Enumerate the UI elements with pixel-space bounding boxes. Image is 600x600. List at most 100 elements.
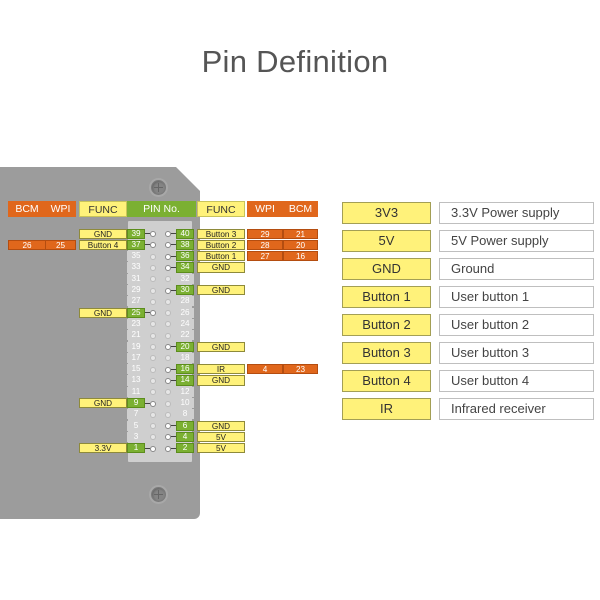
pin-row: 27 28 — [0, 296, 600, 307]
pin-number: 4 — [176, 431, 194, 443]
legend-key: Button 3 — [342, 342, 431, 364]
pin-number: 26 — [176, 307, 194, 318]
func-label: 5V — [197, 443, 245, 454]
pin-number: 22 — [176, 330, 194, 341]
pin-dot — [150, 355, 156, 362]
pin-number: 8 — [176, 409, 194, 420]
pin-number: 12 — [176, 386, 194, 397]
bcm-label: 20 — [283, 239, 318, 250]
pin-number: 21 — [127, 330, 145, 341]
pin-lead — [145, 244, 150, 246]
pin-dot — [150, 321, 156, 328]
header-wpi-left: WPI — [45, 201, 76, 217]
wpi-label: 25 — [45, 239, 76, 250]
pin-number: 13 — [127, 375, 145, 386]
func-label: Button 3 — [197, 228, 245, 239]
pin-dot — [150, 344, 156, 350]
pin-dot — [150, 445, 156, 452]
legend-key: IR — [342, 398, 431, 420]
pin-dot — [165, 411, 171, 418]
pin-lead — [145, 233, 150, 234]
func-label: GND — [197, 262, 245, 273]
wpi-label: 4 — [247, 364, 283, 375]
pin-dot — [150, 389, 156, 396]
pin-dot — [165, 321, 171, 328]
pin-dot — [165, 423, 171, 430]
pin-dot — [150, 231, 156, 237]
pin-dot — [150, 298, 156, 305]
bcm-label: 23 — [283, 364, 318, 375]
pin-number: 18 — [176, 352, 194, 363]
pin-number: 25 — [127, 307, 145, 318]
legend-key: Button 2 — [342, 314, 431, 336]
legend-description: Infrared receiver — [439, 398, 594, 420]
pin-number: 39 — [127, 228, 145, 239]
bcm-label: 26 — [8, 239, 46, 250]
pin-number: 9 — [127, 398, 145, 409]
pin-number: 30 — [176, 285, 194, 296]
pin-dot — [150, 264, 156, 271]
page-title: Pin Definition — [201, 44, 389, 79]
pin-dot — [150, 332, 156, 339]
pin-dot — [150, 434, 156, 441]
legend-key: Button 1 — [342, 286, 431, 308]
pin-number: 19 — [127, 341, 145, 352]
pin-dot — [150, 400, 156, 407]
pin-number: 11 — [127, 386, 145, 397]
pin-number: 14 — [176, 375, 194, 386]
wpi-label: 29 — [247, 228, 283, 239]
pin-lead — [171, 425, 176, 427]
legend-description: 5V Power supply — [439, 230, 594, 252]
pin-dot — [165, 253, 171, 260]
screw-bottom-icon — [151, 487, 166, 502]
pin-number: 34 — [176, 262, 194, 273]
pin-lead — [171, 368, 176, 370]
pin-lead — [171, 289, 176, 291]
legend-description: User button 2 — [439, 314, 594, 336]
legend-key: 3V3 — [342, 202, 431, 224]
pin-dot — [150, 411, 156, 418]
pin-dot — [165, 389, 171, 396]
pin-dot — [165, 231, 171, 237]
func-label: IR — [197, 364, 245, 375]
func-label: GND — [197, 420, 245, 431]
func-label: Button 1 — [197, 251, 245, 262]
pin-lead — [171, 379, 176, 381]
header-wpi-right: WPI — [247, 201, 283, 217]
pin-number: 35 — [127, 251, 145, 262]
wpi-label: 27 — [247, 251, 283, 262]
pin-number: 1 — [127, 443, 145, 454]
pin-number: 28 — [176, 296, 194, 307]
pin-number: 31 — [127, 273, 145, 284]
pin-number: 16 — [176, 364, 194, 375]
pin-lead — [171, 447, 176, 449]
pin-number: 32 — [176, 273, 194, 284]
pin-dot — [165, 434, 171, 441]
legend-description: User button 4 — [439, 370, 594, 392]
pin-lead — [171, 346, 176, 347]
pin-lead — [145, 402, 150, 404]
pin-dot — [165, 298, 171, 305]
wpi-label: 28 — [247, 239, 283, 250]
pin-number: 17 — [127, 352, 145, 363]
func-label: 5V — [197, 431, 245, 443]
pin-number: 6 — [176, 420, 194, 431]
legend-description: 3.3V Power supply — [439, 202, 594, 224]
pin-number: 23 — [127, 318, 145, 330]
pin-lead — [171, 266, 176, 268]
legend-row: 3V3 3.3V Power supply — [342, 202, 594, 224]
func-label: Button 2 — [197, 239, 245, 250]
pin-row: 11 12 — [0, 386, 600, 397]
pin-number: 27 — [127, 296, 145, 307]
pin-dot — [150, 366, 156, 373]
pin-dot — [165, 264, 171, 271]
pin-dot — [165, 332, 171, 339]
legend-row: Button 2 User button 2 — [342, 314, 594, 336]
pin-number: 7 — [127, 409, 145, 420]
func-label: GND — [79, 307, 127, 318]
